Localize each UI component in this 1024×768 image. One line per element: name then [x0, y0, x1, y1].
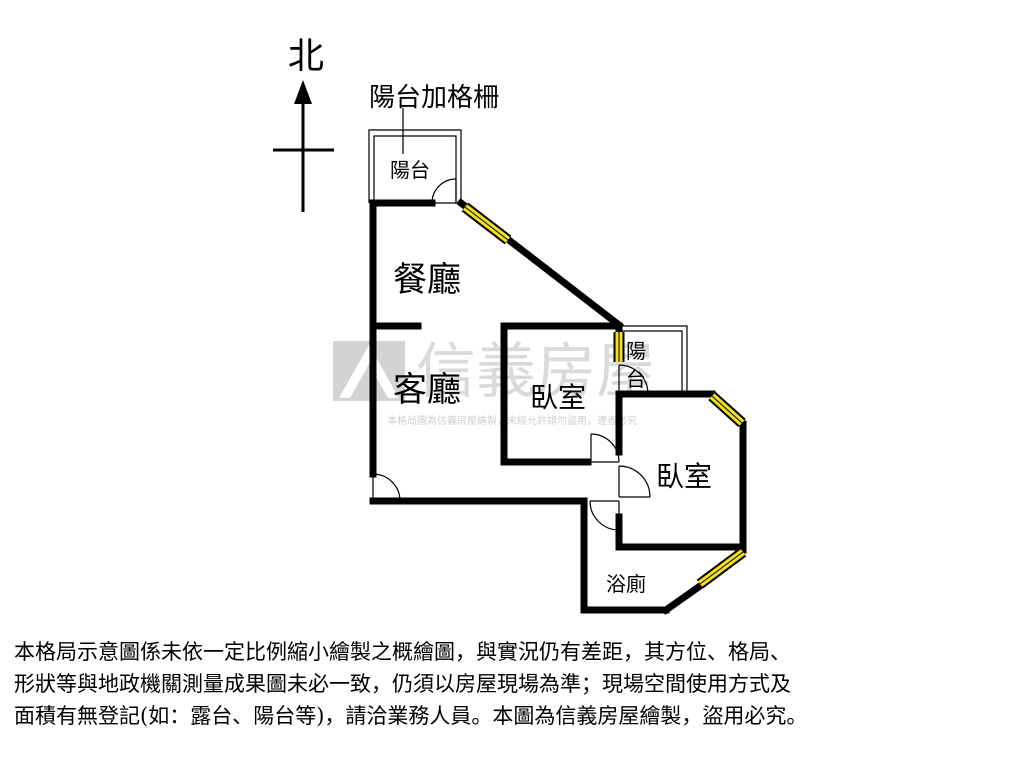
watermark-notice: 本格局圖為信義房屋繪製，未經允許請勿盜用，違者必究: [387, 414, 637, 427]
door-side-balcony: [618, 364, 649, 395]
top-balcony: [368, 129, 462, 203]
door-bathroom: [589, 500, 620, 531]
watermark: 信義房屋 本格局圖為信義房屋繪製，未經允許請勿盜用，違者必究: [333, 337, 656, 427]
windows: [461, 202, 747, 589]
floor-plan: 北 信義房屋 本格局圖為信義房屋繪製，未經允許請勿盜用，違者必究: [273, 36, 747, 615]
doors: [372, 178, 651, 531]
bedroom-2-label: 臥室: [656, 460, 712, 493]
disclaimer: 本格局示意圖係未依一定比例縮小繪製之概繪圖，與實況仍有差距，其方位、格局、 形狀…: [14, 636, 1014, 732]
walls: [369, 198, 747, 615]
disclaimer-line-1: 本格局示意圖係未依一定比例縮小繪製之概繪圖，與實況仍有差距，其方位、格局、: [14, 640, 791, 664]
window-bathroom: [696, 547, 747, 589]
living-room-label: 客廳: [393, 370, 461, 410]
watermark-logo-icon: [333, 341, 405, 401]
bedroom-1-label: 臥室: [530, 381, 586, 414]
north-arrow-icon: [294, 80, 312, 104]
door-top-balcony: [431, 178, 457, 204]
side-balcony: [619, 325, 688, 392]
balcony-top-label: 陽台: [390, 158, 430, 182]
door-bedroom1: [588, 433, 620, 463]
dining-room-label: 餐廳: [393, 260, 461, 300]
window-diagonal: [461, 202, 512, 245]
disclaimer-line-2: 形狀等與地政機關測量成果圖未必一致，仍須以房屋現場為準；現場空間使用方式及: [14, 672, 791, 696]
door-bedroom2: [618, 465, 651, 498]
door-entrance: [372, 473, 401, 502]
balcony-railing-label: 陽台加格柵: [369, 83, 499, 113]
disclaimer-line-3: 面積有無登記(如：露台、陽台等)，請洽業務人員。本圖為信義房屋繪製，盜用必究。: [14, 704, 808, 728]
compass: 北: [273, 36, 334, 212]
balcony-side-label-a: 陽: [626, 339, 646, 363]
wall-bedroom1: [500, 322, 623, 466]
wall-bath-diagonal: [661, 581, 705, 615]
window-bedroom2-ne: [708, 391, 746, 428]
north-label: 北: [288, 36, 324, 77]
bathroom-label: 浴廁: [606, 572, 646, 596]
balcony-side-label-b: 台: [626, 367, 646, 391]
